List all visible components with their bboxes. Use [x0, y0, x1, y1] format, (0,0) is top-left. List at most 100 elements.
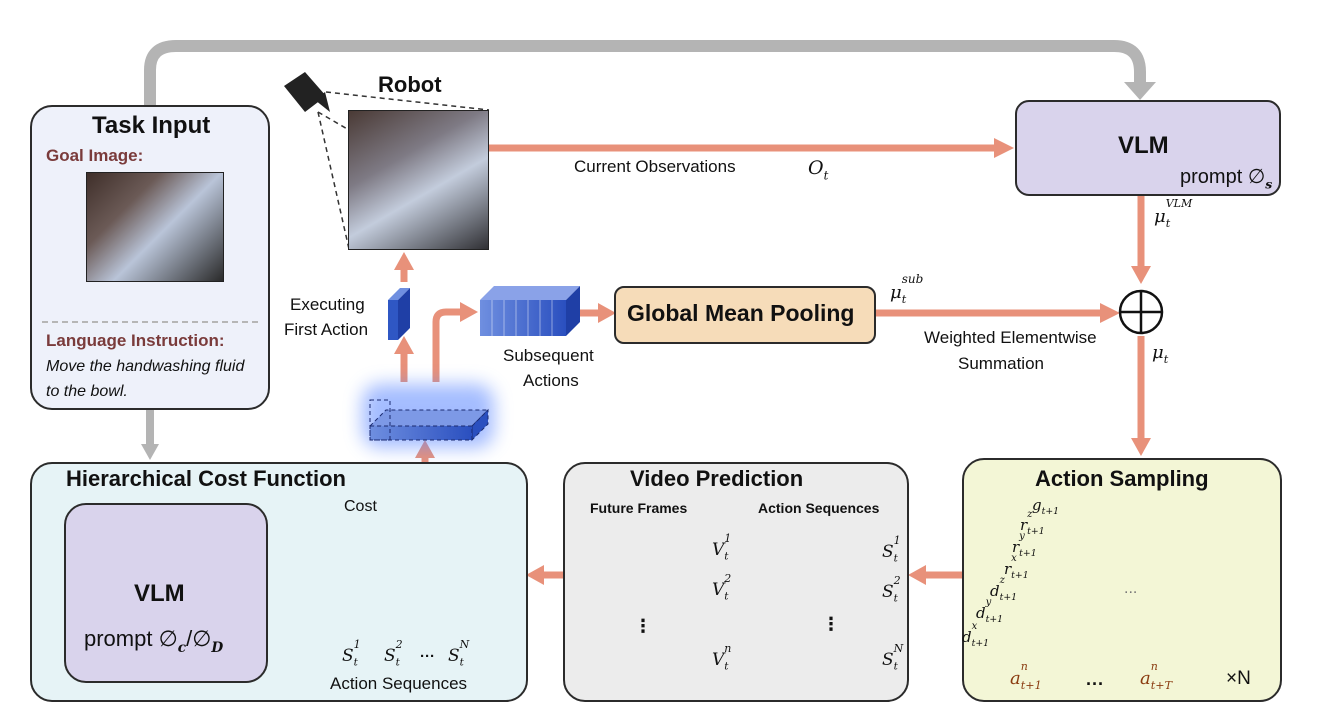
vlm-top-prompt-symbol: ∅ — [1247, 166, 1266, 188]
instruction-line-2: to the bowl. — [46, 383, 128, 400]
vlm-output-sub: t — [1165, 217, 1171, 231]
loop-arrow — [144, 40, 1146, 112]
vlm-top-prompt-word: prompt — [1180, 166, 1243, 188]
pooling-output-sup: sub — [901, 272, 924, 286]
video-prediction-box — [563, 462, 909, 702]
action-sampling-title: Action Sampling — [1035, 466, 1209, 491]
observation-symbol: Ot — [808, 157, 828, 182]
executing-label-2: First Action — [284, 320, 369, 339]
subseq-to-pool-arrowhead — [598, 303, 616, 323]
action-sampling-box — [962, 458, 1282, 702]
pooling-box — [614, 286, 876, 344]
action-last-a: a — [1140, 668, 1151, 689]
goal-image-label: Goal Image: — [46, 146, 144, 165]
action-first-sup: n — [1020, 660, 1028, 673]
sequences-dots: ⋮ — [822, 614, 840, 634]
cost-prompt-sub-d: D — [211, 640, 224, 657]
seq-label-n-s: S — [882, 650, 894, 670]
goal-divider — [42, 321, 258, 323]
pool-to-sum-arrowhead — [1100, 303, 1120, 323]
language-instruction-label: Language Instruction: — [46, 331, 225, 350]
seq-label-1-s: S — [882, 542, 894, 562]
action-first-sub: t+1 — [1020, 679, 1042, 693]
observation-symbol-sub: t — [823, 168, 829, 183]
selected-to-subseq-arrowhead — [460, 302, 478, 322]
first-to-robot-arrowhead — [394, 252, 414, 270]
vlm-output-mu: μ — [1154, 206, 1166, 227]
cost-prompt-sub-c: c — [177, 640, 187, 657]
vlm-to-sum-arrowhead — [1131, 266, 1151, 284]
vlm-top-prompt-sub: s — [1265, 176, 1273, 192]
loop-arrow-head — [1124, 82, 1156, 100]
goal-image — [86, 172, 224, 282]
vlm-top-title: VLM — [1118, 132, 1169, 159]
summation-symbol — [1118, 289, 1164, 335]
summation-label-2: Summation — [958, 354, 1044, 373]
cost-x-label: Action Sequences — [330, 674, 468, 693]
selected-to-first-arrowhead — [394, 336, 414, 354]
task-to-cost-arrowhead — [141, 444, 159, 460]
executing-label-1: Executing — [290, 295, 365, 314]
subsequent-label-1: Subsequent — [503, 346, 594, 365]
frames-dots: ⋮ — [634, 616, 652, 636]
vlm-top-box — [1015, 100, 1281, 196]
frame-label-n-v: V — [712, 650, 725, 670]
frame-label-1-v: V — [712, 540, 725, 560]
robot-observation-image — [348, 110, 489, 250]
cost-vlm-title: VLM — [134, 580, 185, 607]
camera-icon — [284, 72, 490, 250]
summation-output-symbol: μt — [1152, 342, 1168, 366]
times-n-label: ×N — [1226, 668, 1251, 689]
summation-label-1: Weighted Elementwise — [924, 328, 1097, 347]
frame-label-2-v: V — [712, 580, 725, 600]
cost-function-title: Hierarchical Cost Function — [66, 466, 346, 491]
cost-prompt-symbol-c: ∅ — [158, 626, 178, 651]
vlm-top-prompt: prompt ∅s — [1180, 164, 1272, 192]
action-sequences-header: Action Sequences — [758, 500, 880, 516]
selected-sequence-block — [362, 384, 494, 448]
action-first-a: a — [1010, 668, 1021, 689]
action-last-sub: t+T — [1150, 679, 1173, 693]
cost-to-selected-arrowhead — [415, 440, 435, 458]
cost-vlm-box — [64, 503, 268, 683]
seq-label-2-s: S — [882, 582, 894, 602]
cost-ellipsis: ··· — [420, 648, 435, 665]
pooling-output-mu: μ — [890, 282, 902, 303]
sampling-dots: ··· — [1086, 674, 1104, 694]
robot-title: Robot — [378, 72, 442, 97]
future-frames-header: Future Frames — [590, 500, 688, 516]
subsequent-label-2: Actions — [523, 371, 579, 390]
cost-vlm-prompt: prompt ∅c/∅D — [84, 626, 224, 657]
cost-prompt-word: prompt — [84, 626, 153, 651]
observation-arrowhead — [994, 138, 1014, 158]
video-to-cost-arrowhead — [526, 565, 544, 585]
action-last-sup: n — [1150, 660, 1158, 673]
cost-prompt-symbol-d: ∅ — [192, 626, 212, 651]
subsequent-actions-block — [480, 286, 580, 336]
observation-label: Current Observations — [574, 157, 736, 176]
first-action-block — [388, 288, 410, 340]
summation-output-mu: μ — [1152, 342, 1164, 363]
cost-axis-label: Cost — [344, 498, 377, 515]
selected-to-subseq-arrow — [432, 308, 462, 382]
video-prediction-title: Video Prediction — [630, 466, 804, 491]
